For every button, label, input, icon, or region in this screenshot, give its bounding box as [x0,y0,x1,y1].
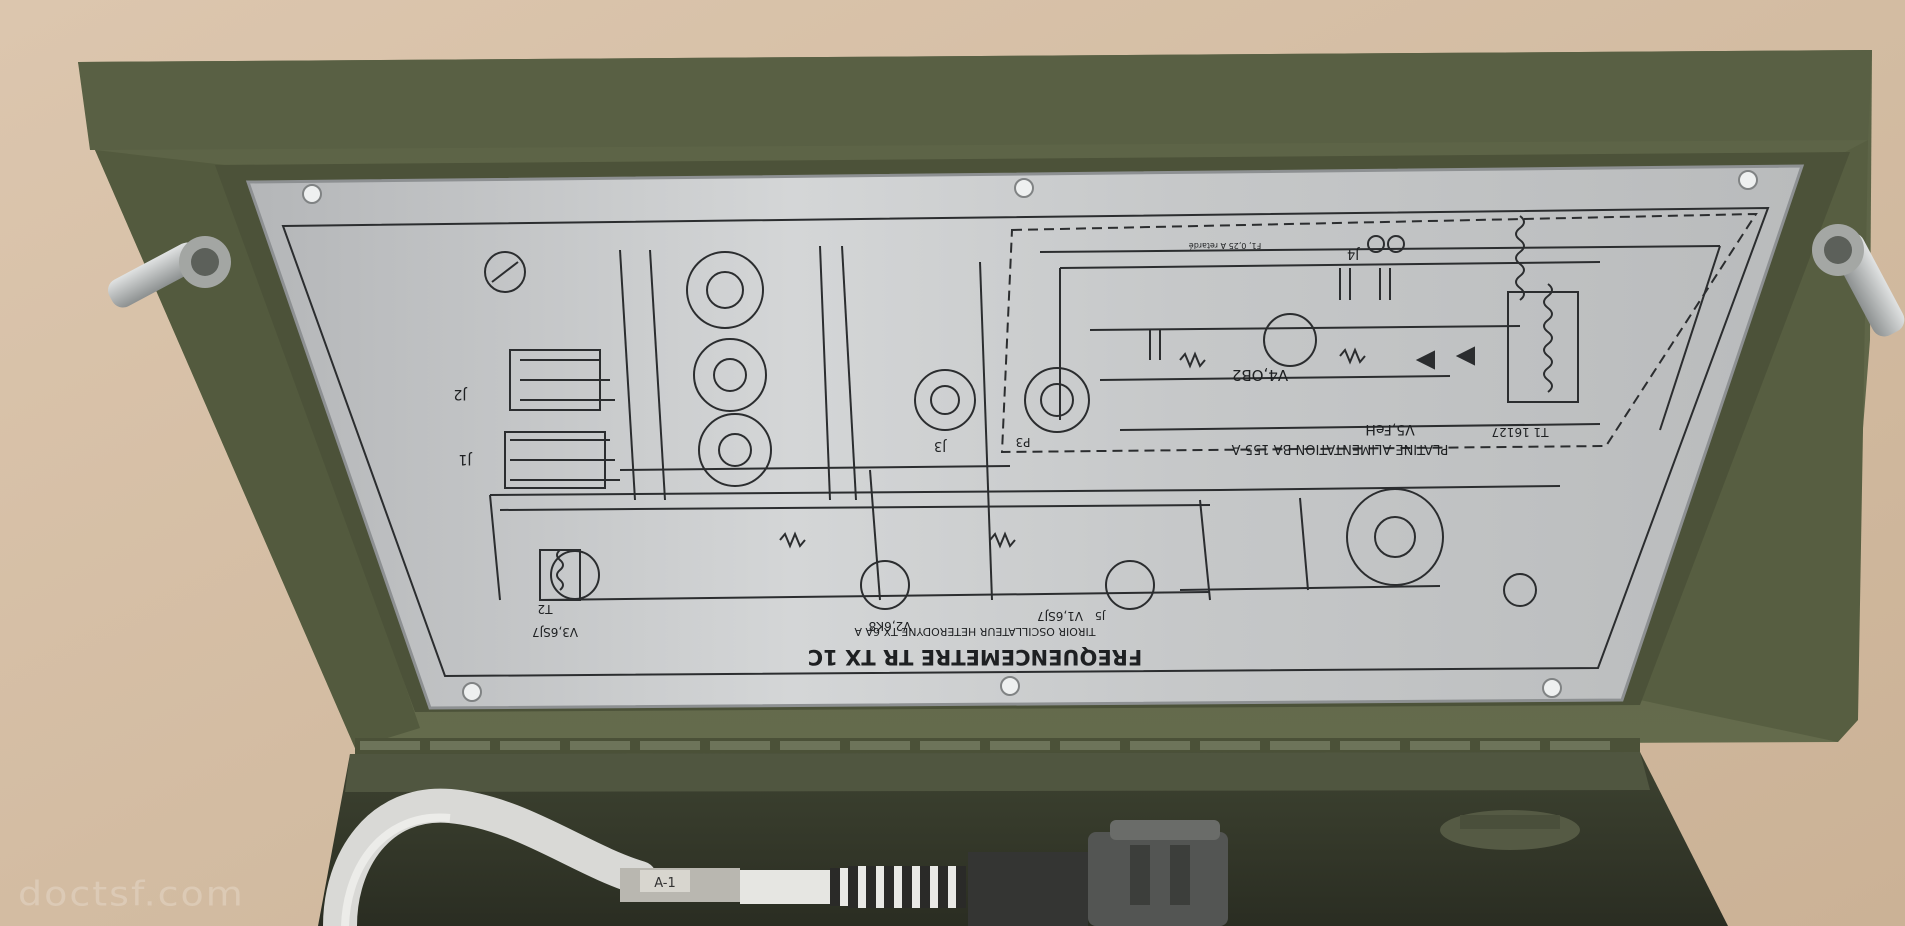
tube-v4-label: V4,OB2 [1232,366,1288,384]
transformer-t2-label: T2 [538,602,554,616]
right-latch-bolt [1812,224,1905,337]
power-board-label: PLATINE ALIMENTATION BA 155 A [1232,441,1449,456]
plug-p3-label: P3 [1016,435,1031,449]
jack-j4-label: J4 [1347,246,1360,261]
plate-rivets [302,170,1758,702]
transformer-t1-label: T1 16127 [1492,425,1550,439]
site-watermark: doctsf.com [18,874,245,914]
tube-v3-label: V3,6SJ7 [532,625,578,639]
jack-j1-label: J1 [458,451,472,467]
left-latch-bolt [108,236,231,308]
tube-v5-label: V5,FeH [1365,421,1414,437]
tube-v1-label: V1,6SJ7 [1037,609,1083,623]
connector-plug [968,852,1088,926]
cable-tag [640,870,690,892]
schematic-plate [245,164,1805,710]
tube-v2-label: V2,6K8 [869,619,912,633]
jack-j3-label: J3 [934,438,947,453]
fuse-label: F1, 0,25 A retardé [1189,241,1261,251]
plate-title: FREQUENCEMETRE TR TX 1C [808,645,1143,669]
jack-j2-label: J2 [453,386,467,402]
circuit-schematic [281,206,1770,678]
cable-tag-text: A-1 [654,876,676,891]
plate-subtitle: TIROIR OSCILLATEUR HETERODYNE TX 6A A [854,625,1096,638]
jack-j5-label: J5 [1095,609,1106,622]
